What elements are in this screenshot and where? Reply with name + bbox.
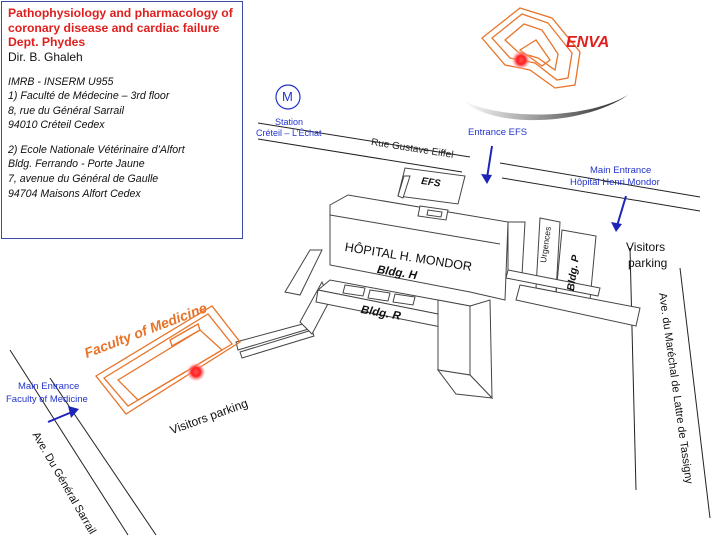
address1-line-1: IMRB - INSERM U955 bbox=[8, 75, 114, 88]
station-label-1: Station bbox=[275, 117, 304, 127]
title-line-2: coronary disease and cardiac failure bbox=[8, 20, 220, 35]
director: Dir. B. Ghaleh bbox=[8, 49, 83, 64]
address2-line-4: 94704 Maisons Alfort Cedex bbox=[8, 187, 141, 200]
address2-line-2: Bldg. Ferrando - Porte Jaune bbox=[8, 158, 145, 171]
address2-line-1: 2) Ecole Nationale Vétérinaire d’Alfort bbox=[8, 143, 185, 156]
avenue-sarrail-road bbox=[9, 349, 157, 536]
metro-icon bbox=[275, 84, 301, 110]
visitors-parking-right-1: Visitors bbox=[626, 240, 666, 254]
address1-line-3: 8, rue du Général Sarrail bbox=[8, 104, 125, 117]
main-entrance-mondor-1: Main Entrance bbox=[590, 165, 652, 176]
entrance-efs-label: Entrance EFS bbox=[468, 127, 528, 138]
faculty-location-dot bbox=[186, 362, 206, 382]
station-label-2: Créteil – L’Échat bbox=[256, 128, 322, 138]
address1-line-4: 94010 Créteil Cedex bbox=[8, 119, 105, 132]
title-line-1: Pathophysiology and pharmacology of bbox=[8, 6, 233, 20]
visitors-parking-right-2: parking bbox=[628, 256, 668, 270]
metro-symbol: M bbox=[282, 89, 293, 104]
enva-label: ENVA bbox=[566, 34, 610, 51]
main-entrance-mondor-2: Hôpital Henri Mondor bbox=[570, 177, 660, 188]
arrows bbox=[47, 145, 627, 423]
main-entrance-faculty-2: Faculty of Medicine bbox=[6, 394, 88, 405]
address1-line-2: 1) Faculté de Médecine – 3rd floor bbox=[8, 90, 170, 103]
address2-line-3: 7, avenue du Général de Gaulle bbox=[8, 173, 159, 186]
faculty-building bbox=[95, 305, 241, 415]
hospital-complex bbox=[235, 167, 641, 400]
enva-location-dot bbox=[511, 50, 531, 70]
rue-gustave-eiffel bbox=[257, 122, 701, 212]
title-line-3: Dept. Phydes bbox=[8, 35, 86, 49]
info-panel: Pathophysiology and pharmacology of coro… bbox=[1, 1, 243, 239]
enva-swoosh bbox=[462, 95, 628, 121]
main-entrance-faculty-1: Main Entrance bbox=[18, 381, 80, 392]
avenue-tassigny-road bbox=[629, 247, 711, 519]
